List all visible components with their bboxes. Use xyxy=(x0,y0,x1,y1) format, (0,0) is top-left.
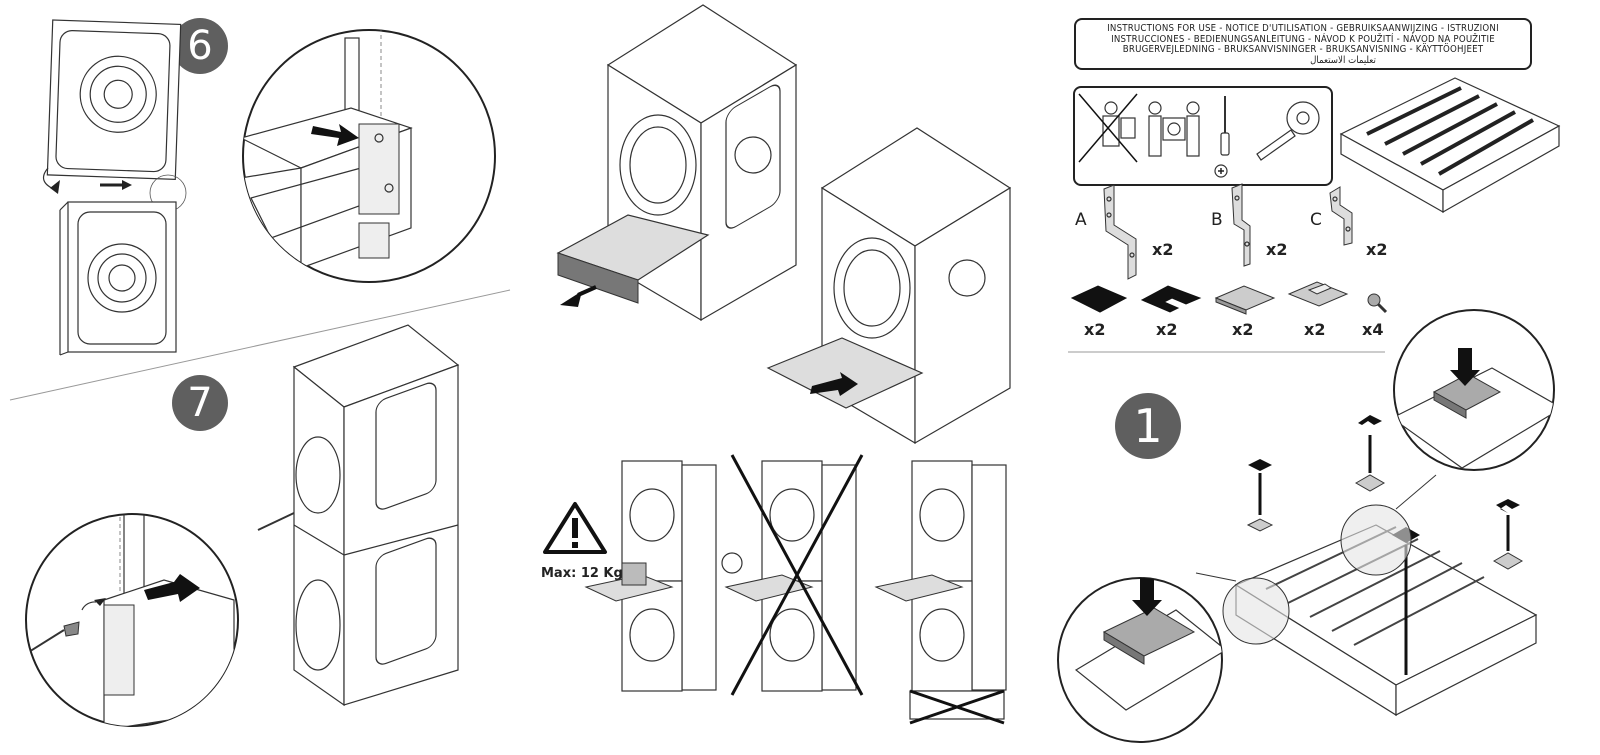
pad-square-black-qty: x2 xyxy=(1084,320,1106,339)
stacking-base-tray-illustration xyxy=(1339,77,1561,214)
instructions-for-use-box: INSTRUCTIONS FOR USE - NOTICE D'UTILISAT… xyxy=(1074,18,1532,70)
two-person-lift-icon xyxy=(1148,101,1200,157)
step6-machine-stack-illustration xyxy=(42,19,187,356)
bracket-b-icon xyxy=(1231,183,1251,267)
step-1-badge: 1 xyxy=(1115,393,1181,459)
bracket-c-icon xyxy=(1329,186,1353,246)
pad-square-grey-qty: x2 xyxy=(1232,320,1254,339)
step7-screw-zoom-detail xyxy=(25,513,239,727)
bracket-a-icon xyxy=(1103,184,1137,280)
instructions-line-2: INSTRUCCIONES - BEDIENUNGSANLEITUNG - NÁ… xyxy=(1111,33,1495,45)
tape-measure-icon xyxy=(1256,101,1320,161)
pad-notched-black-qty: x2 xyxy=(1156,320,1178,339)
stack-ok-with-weight xyxy=(584,460,717,692)
tools-required-box xyxy=(1073,86,1333,186)
pad-notched-black-icon xyxy=(1140,285,1202,313)
drawer-load-warnings-illustration xyxy=(584,454,1007,725)
bracket-a-qty: x2 xyxy=(1152,240,1174,259)
warning-triangle-icon xyxy=(543,502,607,554)
step-7-badge: 7 xyxy=(172,375,228,431)
step-6-number: 6 xyxy=(187,23,213,69)
bracket-c-qty: x2 xyxy=(1366,240,1388,259)
bracket-b-qty: x2 xyxy=(1266,240,1288,259)
screw-qty: x4 xyxy=(1362,320,1384,339)
step1-pad-placement-illustration xyxy=(1195,415,1538,717)
bracket-b-letter: B xyxy=(1211,210,1223,230)
pad-square-black-icon xyxy=(1070,285,1128,313)
pad-notched-grey-qty: x2 xyxy=(1304,320,1326,339)
dryer-drawer-open-illustration xyxy=(556,4,798,322)
screwdriver-icon xyxy=(1214,96,1230,178)
step-1-number: 1 xyxy=(1133,399,1163,453)
step1-zoom-left-pad xyxy=(1057,577,1223,743)
instructions-line-3: BRUGERVEJLEDNING - BRUKSANVISNINGER - BR… xyxy=(1122,44,1484,55)
pad-notched-grey-icon xyxy=(1287,281,1349,307)
dryer-drawer-closing-illustration xyxy=(766,127,1012,445)
max-load-label: Max: 12 Kg xyxy=(541,566,623,581)
stack-child-crossed xyxy=(721,454,864,696)
step1-zoom-right-pad xyxy=(1393,309,1555,471)
step-6-badge: 6 xyxy=(172,18,228,74)
screw-icon xyxy=(1367,293,1388,314)
step7-stacked-machines-illustration xyxy=(257,324,460,707)
step-7-number: 7 xyxy=(187,380,213,426)
instructions-line-4: تعليمات الاستعمال xyxy=(1310,54,1376,66)
bracket-a-letter: A xyxy=(1075,210,1087,230)
instructions-line-1: INSTRUCTIONS FOR USE - NOTICE D'UTILISAT… xyxy=(1107,23,1499,34)
stack-no-base-crossed xyxy=(874,460,1007,725)
one-person-crossed-icon xyxy=(1078,93,1138,163)
pad-square-grey-icon xyxy=(1214,285,1276,315)
step6-bracket-zoom-detail xyxy=(242,29,496,283)
bracket-c-letter: C xyxy=(1310,210,1322,230)
